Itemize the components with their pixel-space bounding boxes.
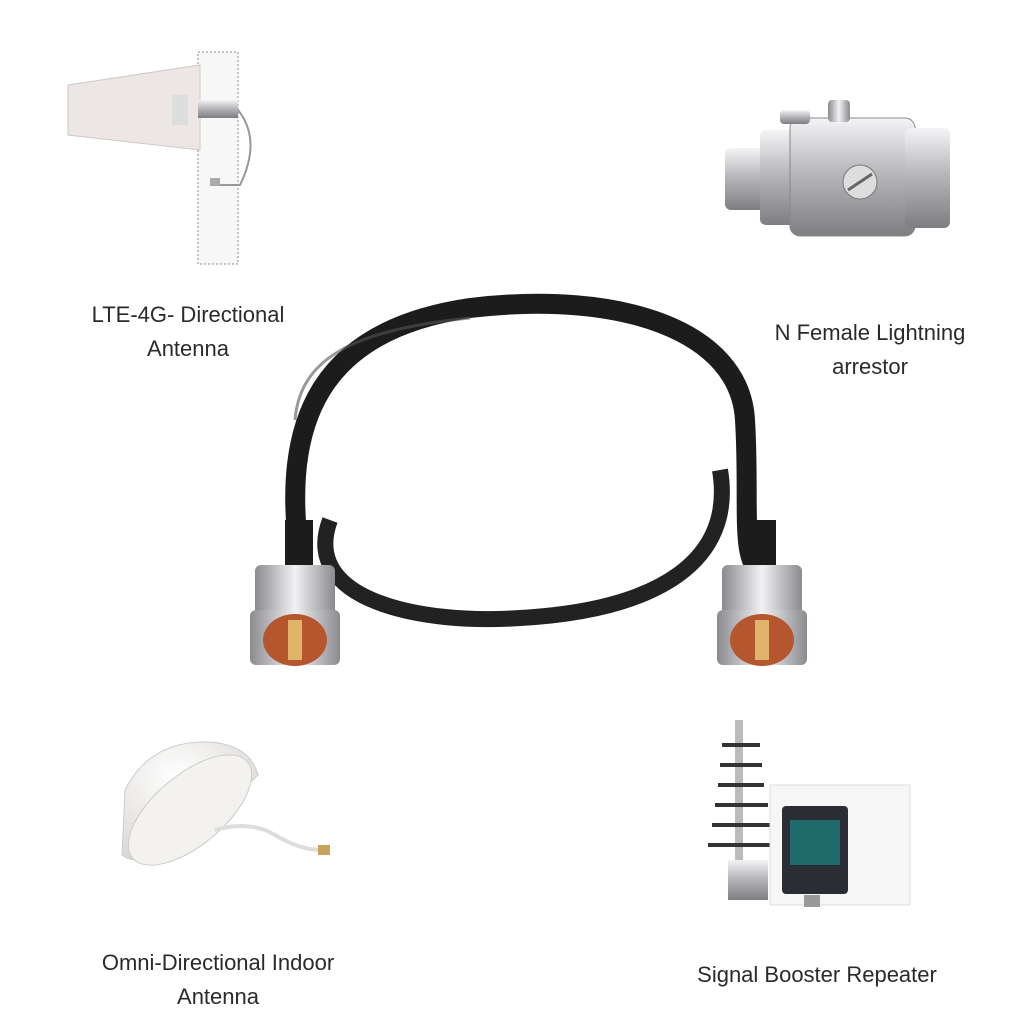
directional-antenna-image	[67, 51, 252, 265]
label-line: Antenna	[147, 336, 229, 361]
omni-antenna-label: Omni-Directional Indoor Antenna	[68, 946, 368, 1014]
label-line: LTE-4G- Directional	[91, 302, 285, 327]
n-male-cable-image	[250, 293, 807, 666]
n-connector-left	[250, 520, 340, 666]
signal-booster-label: Signal Booster Repeater	[667, 958, 967, 992]
directional-antenna-label: LTE-4G- Directional Antenna	[48, 298, 328, 366]
label-line: Antenna	[177, 984, 259, 1009]
label-line: Signal Booster Repeater	[697, 962, 937, 987]
lightning-arrestor-label: N Female Lightning arrestor	[740, 316, 1000, 384]
n-connector-right	[717, 520, 807, 666]
label-line: Omni-Directional Indoor	[101, 950, 335, 975]
label-line: arrestor	[832, 354, 908, 379]
lightning-arrestor-image	[725, 100, 950, 237]
omni-antenna-image	[121, 741, 330, 866]
label-line: N Female Lightning	[774, 320, 966, 345]
signal-booster-image	[708, 720, 911, 907]
